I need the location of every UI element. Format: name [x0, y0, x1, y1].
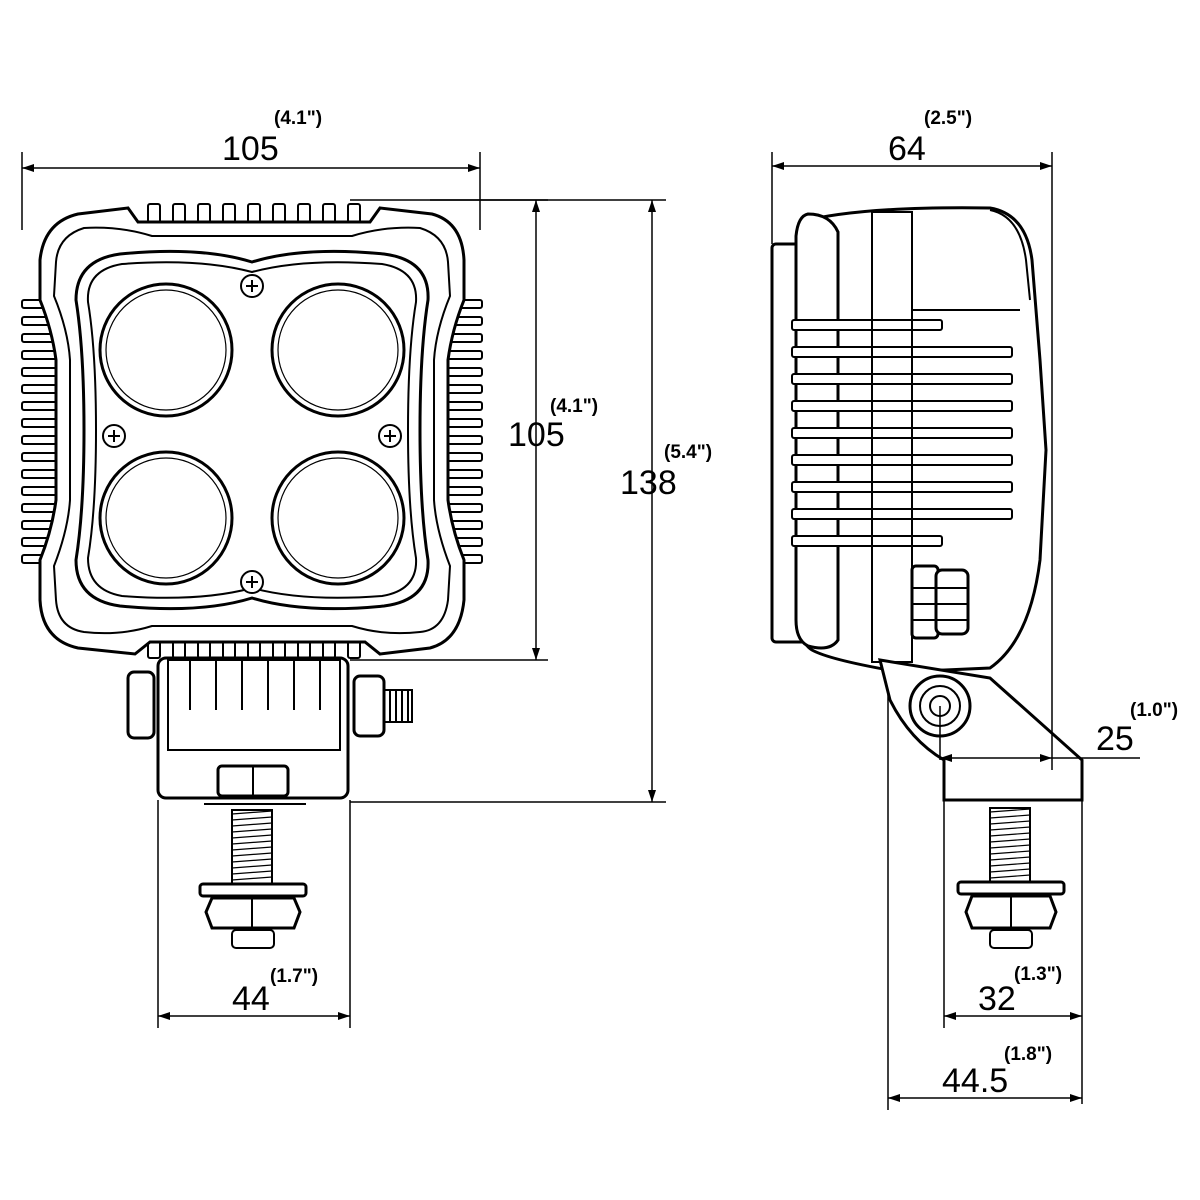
led-reflector-bottom-left: [98, 450, 234, 586]
dim-foot-width-inch: (1.3"): [1014, 964, 1062, 985]
side-mounting-bolt: [956, 807, 1066, 949]
dim-foot-width-value: 32: [978, 980, 1016, 1018]
cross-head-screw-icon: [378, 424, 402, 448]
led-reflectors: [98, 282, 406, 586]
led-reflector-ring: [277, 457, 399, 579]
led-reflector-bottom-right: [270, 450, 406, 586]
front-housing-inner-rim: [52, 226, 452, 635]
cooling-fin: [791, 454, 1013, 466]
cooling-fin: [791, 373, 1013, 385]
cross-head-screw-icon: [240, 274, 264, 298]
dim-bracket-depth-inch: (1.8"): [1004, 1044, 1052, 1065]
front-mounting-bracket: [126, 656, 413, 805]
dim-front-width-inch: (4.1"): [274, 108, 322, 129]
cooling-fin: [791, 319, 943, 331]
dim-lens-height-value: 105: [508, 416, 565, 454]
dimension-labels: 105 (4.1") 105 (4.1") 138 (5.4") 44 (1.7…: [222, 108, 1178, 1100]
led-reflector-top-right: [270, 282, 406, 418]
side-cable-gland: [910, 564, 970, 640]
led-reflector-ring: [105, 289, 227, 411]
dim-total-height-value: 138: [620, 464, 677, 502]
cooling-fin: [791, 481, 1013, 493]
front-view: [21, 203, 483, 949]
led-reflector-ring: [277, 289, 399, 411]
dim-side-depth-inch: (2.5"): [924, 108, 972, 129]
cooling-fin: [791, 535, 943, 547]
front-mounting-bolt: [198, 809, 308, 949]
cooling-fin: [791, 427, 1013, 439]
side-cooling-fins: [791, 319, 1013, 547]
dim-bracket-width-inch: (1.7"): [270, 966, 318, 987]
dim-bracket-width-value: 44: [232, 980, 270, 1018]
dim-pivot-offset-value: 25: [1096, 720, 1134, 758]
led-reflector-ring: [105, 457, 227, 579]
cross-head-screw-icon: [240, 570, 264, 594]
dim-bracket-depth-value: 44.5: [942, 1062, 1008, 1100]
lens-bezel-inner: [86, 261, 418, 599]
cooling-fin: [791, 400, 1013, 412]
led-reflector-top-left: [98, 282, 234, 418]
dim-front-width-value: 105: [222, 130, 279, 168]
dim-side-depth-value: 64: [888, 130, 926, 168]
cooling-fin: [791, 346, 1013, 358]
dimension-lines: [21, 152, 1140, 1110]
cross-head-screw-icon: [102, 424, 126, 448]
side-view: [770, 206, 1084, 949]
cooling-fin: [791, 508, 1013, 520]
dim-total-height-inch: (5.4"): [664, 442, 712, 463]
dim-pivot-offset-inch: (1.0"): [1130, 700, 1178, 721]
dim-lens-height-inch: (4.1"): [550, 396, 598, 417]
